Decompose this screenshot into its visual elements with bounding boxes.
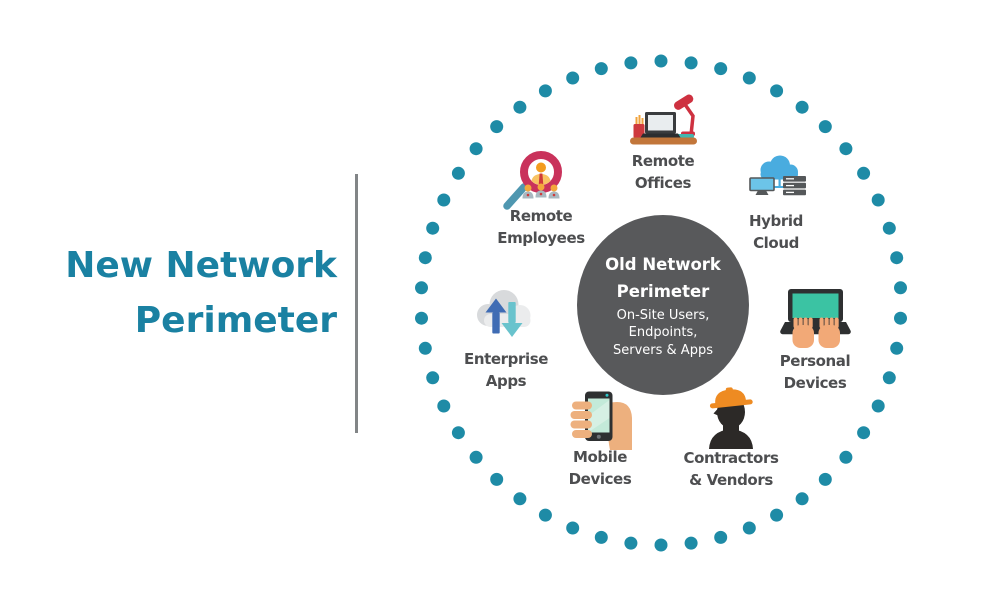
label-line: Enterprise: [463, 350, 549, 368]
item-enterprise-apps: Enterprise Apps: [441, 288, 571, 398]
item-remote-offices: Remote Offices: [598, 90, 728, 200]
page-title-line2: Perimeter: [134, 300, 337, 341]
center-circle-title: Old Network Perimeter: [605, 251, 721, 305]
label-line: Devices: [783, 373, 847, 392]
hand-phone-icon: [570, 391, 632, 450]
label-line: Mobile: [572, 448, 628, 466]
label-line: Cloud: [753, 233, 799, 252]
cloud-sync-icon: [477, 290, 531, 337]
label-line: Apps: [485, 371, 527, 390]
item-hybrid-cloud: Hybrid Cloud: [711, 152, 841, 257]
label-line: Hybrid: [749, 212, 803, 230]
center-title-line2: Perimeter: [616, 281, 710, 301]
old-network-perimeter-circle: Old Network Perimeter On-Site Users, End…: [577, 215, 749, 395]
label-line: Contractors: [683, 449, 779, 467]
label-enterprise-apps: Enterprise Apps: [441, 349, 571, 392]
label-line: Remote: [509, 207, 573, 225]
label-line: & Vendors: [689, 470, 773, 489]
hardhat-worker-icon: [709, 387, 753, 449]
magnifier-people-icon: [503, 151, 562, 210]
center-sub-line1: On-Site Users,: [616, 307, 710, 323]
item-contractors-vendors: Contractors & Vendors: [666, 385, 796, 495]
label-line: Personal: [779, 352, 851, 370]
laptop-hands-icon: [780, 289, 851, 348]
page-title: New Network Perimeter: [40, 238, 337, 348]
item-personal-devices: Personal Devices: [750, 284, 880, 399]
label-contractors-vendors: Contractors & Vendors: [666, 448, 796, 491]
label-personal-devices: Personal Devices: [750, 351, 880, 394]
center-sub-line2: Endpoints,: [628, 325, 698, 341]
label-mobile-devices: Mobile Devices: [535, 447, 665, 490]
label-line: Employees: [497, 228, 585, 247]
page-title-line1: New Network: [65, 245, 337, 286]
item-remote-employees: Remote Employees: [476, 140, 606, 255]
label-line: Offices: [634, 173, 692, 192]
center-circle-subtitle: On-Site Users, Endpoints, Servers & Apps: [613, 307, 713, 360]
center-sub-line3: Servers & Apps: [613, 342, 713, 358]
cloud-network-icon: [749, 155, 806, 196]
label-remote-offices: Remote Offices: [598, 151, 728, 194]
item-mobile-devices: Mobile Devices: [535, 386, 665, 496]
label-remote-employees: Remote Employees: [476, 206, 606, 249]
center-title-line1: Old Network: [605, 254, 721, 274]
desk-workstation-icon: [630, 94, 697, 145]
label-hybrid-cloud: Hybrid Cloud: [711, 211, 841, 254]
divider-line: [355, 174, 358, 433]
label-line: Remote: [631, 152, 695, 170]
label-line: Devices: [568, 469, 632, 488]
